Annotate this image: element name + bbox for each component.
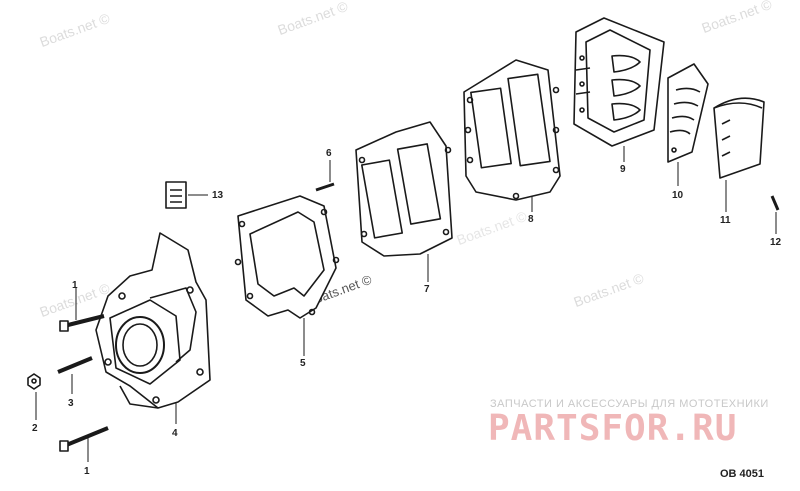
reed-plate-part (355, 121, 453, 257)
callout-number: 7 (424, 284, 430, 295)
reed-stop-part (713, 97, 765, 179)
callout-number: 1 (84, 466, 90, 477)
screw-part (315, 182, 335, 192)
callout-number: 11 (720, 215, 731, 226)
ad-tagline: ЗАПЧАСТИ И АКСЕССУАРЫ ДЛЯ МОТОТЕХНИКИ (490, 398, 769, 410)
screw-part (770, 195, 780, 211)
bolt-part (59, 426, 109, 452)
callout-number: 3 (68, 398, 74, 409)
callout-number: 1 (72, 280, 78, 291)
reed-block-part (573, 17, 665, 147)
callout-number: 10 (672, 190, 684, 201)
callout-number: 2 (32, 423, 38, 434)
intake-housing-part (95, 232, 211, 409)
stud-part (57, 356, 93, 374)
reed-gasket-part (463, 59, 561, 201)
bolt-part (59, 314, 105, 332)
callout-number: 6 (326, 148, 332, 159)
label-plate-part (165, 181, 187, 209)
callout-number: 13 (212, 190, 224, 201)
diagram-code: OB 4051 (720, 468, 765, 480)
ad-brand-logo: PARTSFOR.RU (488, 408, 738, 449)
leader-lines (35, 146, 777, 462)
callout-number: 8 (528, 214, 534, 225)
callout-number: 9 (620, 164, 626, 175)
callout-number: 12 (770, 237, 782, 248)
reed-petal-part (667, 63, 709, 163)
callout-number: 5 (300, 358, 306, 369)
gasket-part (234, 195, 340, 319)
nut-part (27, 373, 41, 390)
callout-number: 4 (172, 428, 178, 439)
